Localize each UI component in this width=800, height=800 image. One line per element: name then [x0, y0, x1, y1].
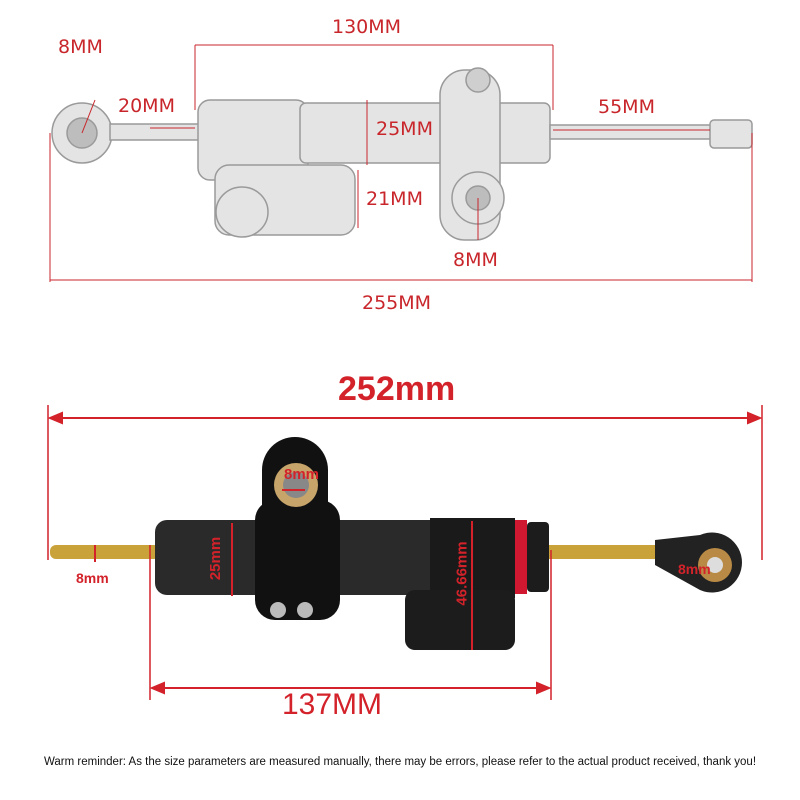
- label-top-eye: 8MM: [58, 36, 103, 58]
- label-reservoir-diameter: 46.66mm: [453, 541, 471, 606]
- label-bottom-body-length: 137MM: [282, 688, 383, 721]
- label-end-eye: 8mm: [678, 561, 711, 577]
- bottom-damper-image: [50, 437, 742, 650]
- label-bottom-body-diameter: 25mm: [207, 536, 225, 581]
- label-mount-eye: 8MM: [453, 249, 498, 271]
- label-rod-diameter: 8mm: [76, 570, 109, 586]
- label-rod-length: 55MM: [598, 96, 655, 118]
- label-total-length-top: 255MM: [362, 292, 432, 314]
- bottom-dimension-lines: [47, 405, 763, 700]
- label-body-length: 130MM: [332, 16, 402, 38]
- label-body-diameter: 25MM: [376, 118, 433, 140]
- label-reservoir: 21MM: [366, 188, 423, 210]
- label-clevis: 20MM: [118, 95, 175, 117]
- top-damper-image: [51, 67, 753, 241]
- top-dimension-lines: [49, 44, 753, 282]
- label-total-length-bottom: 252mm: [338, 370, 456, 408]
- footer-note: Warm reminder: As the size parameters ar…: [43, 756, 757, 768]
- label-bottom-mount-eye: 8mm: [284, 466, 320, 483]
